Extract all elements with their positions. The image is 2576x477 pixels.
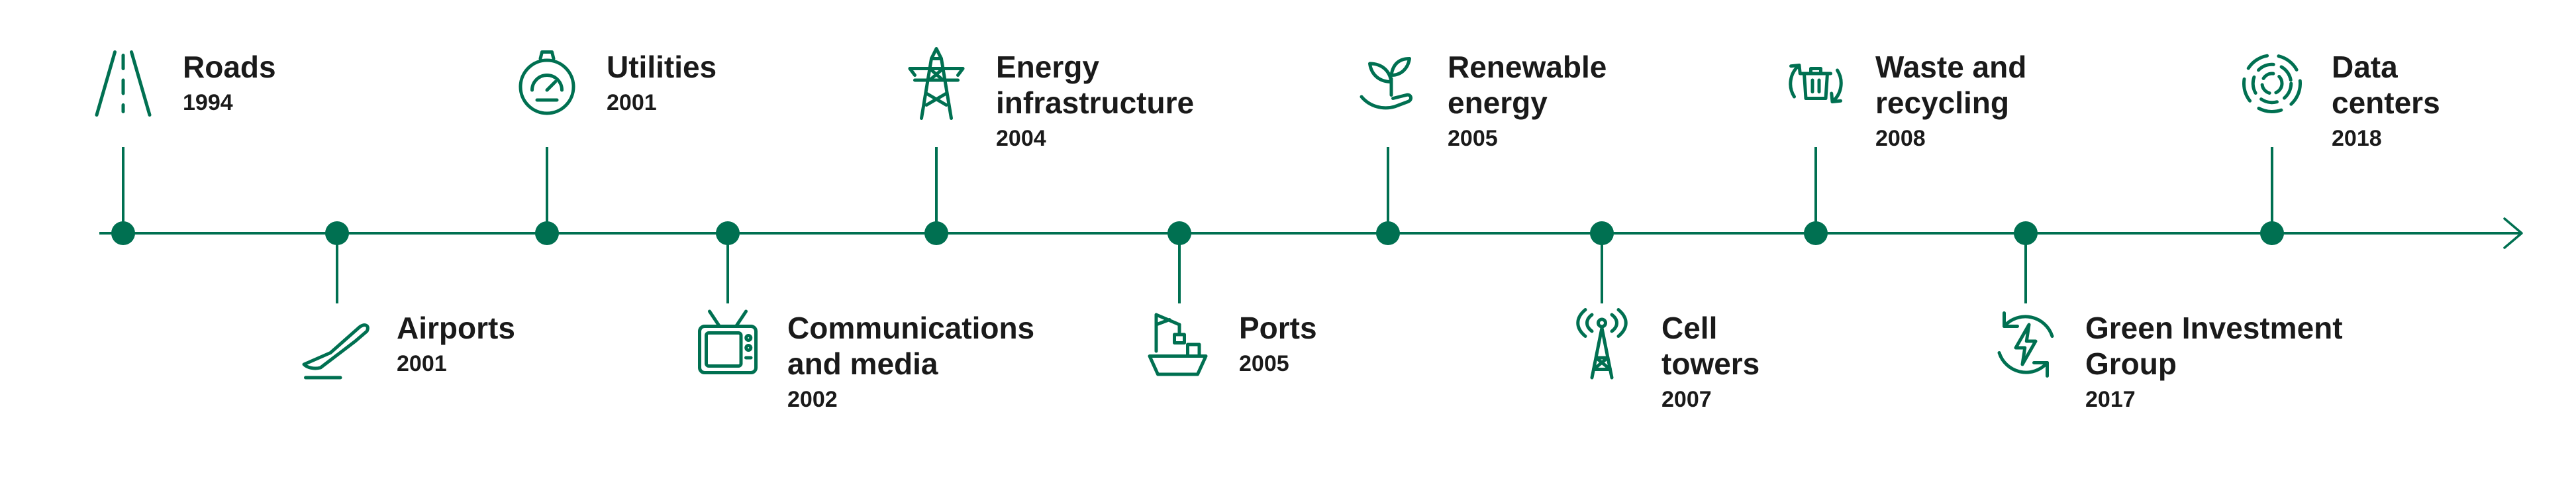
television-icon	[688, 305, 768, 384]
airplane-icon	[297, 305, 377, 384]
timeline-axis	[99, 232, 2520, 235]
item-year: 2005	[1448, 126, 1498, 151]
timeline-item-cell-towers: Cell towers 2007	[1562, 305, 1777, 412]
item-year: 2004	[996, 126, 1046, 151]
timeline-dot	[1376, 221, 1400, 245]
connector	[935, 147, 938, 233]
item-label: Ports	[1239, 311, 1317, 345]
recycling-bin-icon	[1776, 44, 1856, 123]
roads-icon	[83, 44, 163, 123]
timeline-item-green-investment-group: Green Investment Group 2017	[1986, 305, 2377, 412]
port-crane-ship-icon	[1140, 305, 1219, 384]
item-label: Communications and media	[787, 311, 1035, 381]
transmission-tower-icon	[897, 44, 976, 123]
connector	[726, 233, 729, 303]
connector	[336, 233, 338, 303]
item-year: 2001	[607, 90, 657, 115]
connector	[1178, 233, 1181, 303]
timeline-item-data-centers: Data centers 2018	[2232, 44, 2461, 151]
item-label: Waste and recycling	[1875, 50, 2027, 120]
timeline-dot	[716, 221, 740, 245]
item-year: 2018	[2332, 126, 2382, 151]
timeline-dot	[1167, 221, 1191, 245]
timeline-item-communications: Communications and media 2002	[688, 305, 1065, 412]
item-label: Data centers	[2332, 50, 2440, 120]
item-year: 2017	[2085, 387, 2136, 412]
timeline-dot	[1590, 221, 1614, 245]
timeline-arrowhead-icon	[2498, 213, 2538, 253]
timeline-dot	[2260, 221, 2284, 245]
item-label: Green Investment Group	[2085, 311, 2343, 381]
connector	[1601, 233, 1603, 303]
timeline-item-airports: Airports 2001	[297, 305, 515, 384]
timeline-dot	[325, 221, 349, 245]
data-center-icon	[2232, 44, 2312, 123]
item-year: 2002	[787, 387, 838, 412]
timeline-dot	[2014, 221, 2038, 245]
timeline-item-energy-infrastructure: Energy infrastructure 2004	[897, 44, 1234, 151]
connector	[122, 147, 124, 233]
item-label: Cell towers	[1661, 311, 1760, 381]
green-energy-cycle-icon	[1986, 305, 2065, 384]
timeline-dot	[535, 221, 559, 245]
timeline-item-renewable-energy: Renewable energy 2005	[1348, 44, 1633, 151]
item-year: 2008	[1875, 126, 1926, 151]
item-year: 2005	[1239, 351, 1289, 376]
timeline-item-waste-recycling: Waste and recycling 2008	[1776, 44, 2054, 151]
connector	[1814, 147, 1817, 233]
timeline-dot	[1804, 221, 1828, 245]
item-year: 2001	[397, 351, 447, 376]
item-year: 2007	[1661, 387, 1712, 412]
item-label: Renewable energy	[1448, 50, 1607, 120]
item-label: Airports	[397, 311, 515, 345]
item-label: Roads	[183, 50, 276, 84]
connector	[546, 147, 548, 233]
connector	[2271, 147, 2273, 233]
connector	[1387, 147, 1389, 233]
connector	[2024, 233, 2027, 303]
hand-plant-icon	[1348, 44, 1428, 123]
timeline-item-roads: Roads 1994	[83, 44, 276, 123]
timeline-item-ports: Ports 2005	[1140, 305, 1317, 384]
item-label: Energy infrastructure	[996, 50, 1195, 120]
timeline-dot	[111, 221, 135, 245]
utilities-meter-icon	[507, 44, 587, 123]
item-year: 1994	[183, 90, 233, 115]
cell-tower-icon	[1562, 305, 1642, 384]
item-label: Utilities	[607, 50, 717, 84]
timeline-dot	[924, 221, 948, 245]
timeline-item-utilities: Utilities 2001	[507, 44, 717, 123]
